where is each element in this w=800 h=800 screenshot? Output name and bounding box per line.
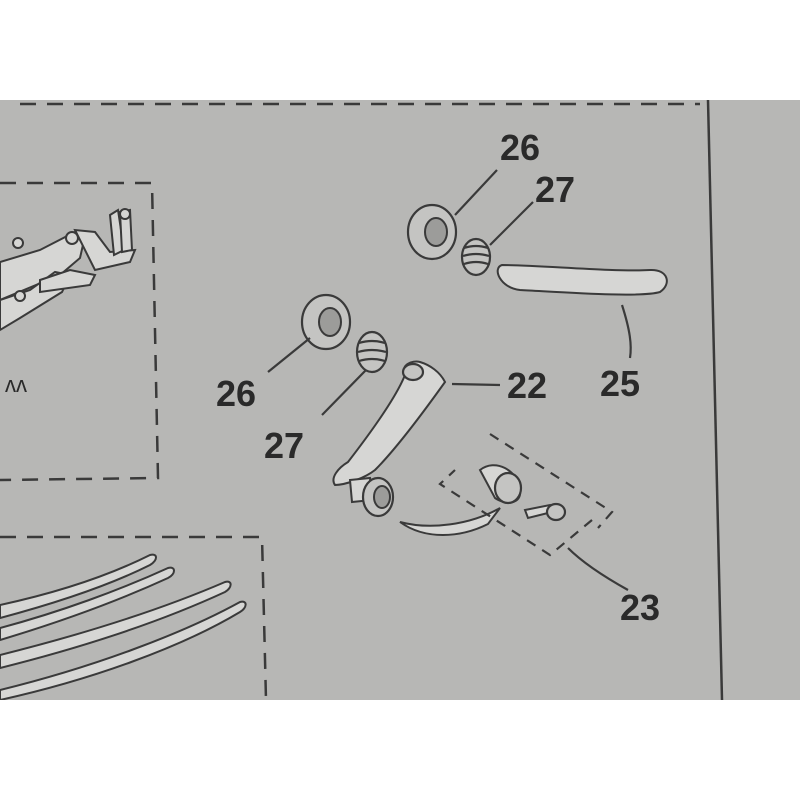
- callout-26-upper: 26: [500, 127, 540, 168]
- callout-27-lower: 27: [264, 425, 304, 466]
- rotation-arrow: [399, 507, 501, 536]
- bottom-frame: [0, 700, 800, 800]
- washer-upper: [406, 203, 458, 261]
- callout-26-lower: 26: [216, 373, 256, 414]
- callout-27-upper: 27: [535, 169, 575, 210]
- washer-lower: [300, 293, 352, 351]
- callout-22: 22: [507, 365, 547, 406]
- seat-rails: [0, 553, 247, 702]
- leader-lines: [267, 169, 632, 591]
- knob-screw: [523, 502, 567, 522]
- callout-25: 25: [600, 363, 640, 404]
- armrest-handle: [496, 263, 668, 296]
- panel-border-line: [706, 99, 724, 701]
- knob-kit-box: [438, 433, 614, 557]
- lower-left-dashed-box: [0, 535, 268, 701]
- upper-left-dashed-box: [0, 181, 160, 482]
- top-frame: [0, 0, 800, 100]
- callout-23: 23: [620, 587, 660, 628]
- spring-lower: [355, 330, 389, 374]
- crank-handle: [332, 360, 447, 518]
- handle-knob: [478, 464, 523, 505]
- hinge-mechanism: [0, 208, 137, 332]
- spring-upper: [460, 237, 492, 277]
- decorative-mark: ʌʌ: [5, 372, 27, 397]
